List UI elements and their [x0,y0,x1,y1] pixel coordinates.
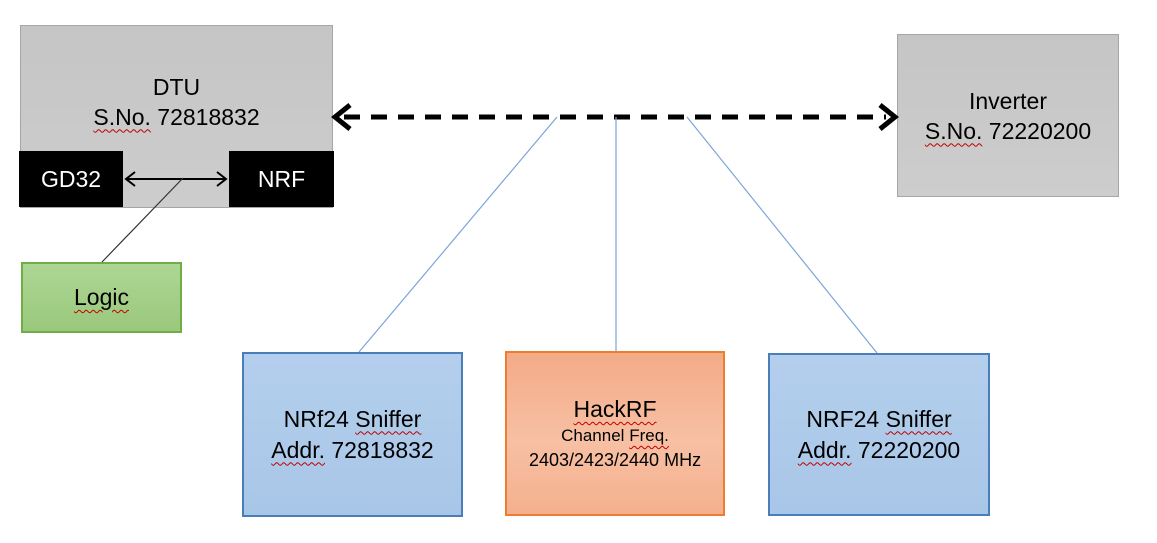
sniffer-right-line2: Addr. 72220200 [798,435,960,466]
sniffer-right-box: NRF24 Sniffer Addr. 72220200 [768,353,990,516]
sniffer-left-line2: Addr. 72818832 [271,435,433,466]
sniffer-left-box: NRf24 Sniffer Addr. 72818832 [242,352,463,517]
inverter-serial-label: S.No. [924,117,983,144]
hackrf-channel-line: Channel Freq. [561,424,669,448]
sniffer-left-line1: NRf24 Sniffer [284,404,422,435]
dtu-title: DTU [152,73,201,100]
hackrf-title-text: HackRF [573,396,657,422]
sniffer-right-addr-value: 72220200 [857,436,961,463]
left-arrowhead-icon [330,103,352,131]
nrf-label: NRF [257,165,306,192]
sniffer-right-type: Sniffer [885,405,952,432]
hackrf-title: HackRF [573,394,656,424]
dtu-serial-value: 72818832 [157,103,260,130]
dtu-inverter-dashed-arrow [330,103,900,131]
dtu-text-block: DTU S.No. 72818832 [93,72,259,132]
sniffer-left-addr-label: Addr. [271,436,325,463]
logic-box: Logic [21,262,182,333]
nrf-chip: NRF [229,151,334,207]
sniffer-right-line1: NRF24 Sniffer [806,404,951,435]
sniffer-right-addr-label: Addr. [797,436,852,463]
sniffer-right-name: NRF24 [806,405,880,432]
hackrf-box: HackRF Channel Freq. 2403/2423/2440 MHz [505,351,725,516]
hackrf-channel-word: Channel [561,426,625,445]
hackrf-frequencies: 2403/2423/2440 MHz [528,450,702,470]
dtu-serial-line: S.No. 72818832 [93,102,259,132]
sniffer-left-connector-line [358,116,558,353]
sniffer-left-addr-value: 72818832 [331,436,434,463]
gd32-chip: GD32 [19,151,123,207]
dtu-serial-label: S.No. [93,103,151,130]
inverter-box: Inverter S.No. 72220200 [897,34,1119,197]
right-arrowhead-icon [878,103,900,131]
inverter-serial-value: 72220200 [988,117,1092,144]
sniffer-right-connector-line [686,116,878,354]
logic-label: Logic [74,284,129,310]
sniffer-left-type: Sniffer [355,405,422,432]
hackrf-freq-word: Freq. [629,426,669,445]
gd32-label: GD32 [40,165,102,192]
inverter-title: Inverter [969,87,1047,114]
inverter-serial-line: S.No. 72220200 [925,116,1091,146]
sniffer-left-name: NRf24 [283,405,349,432]
